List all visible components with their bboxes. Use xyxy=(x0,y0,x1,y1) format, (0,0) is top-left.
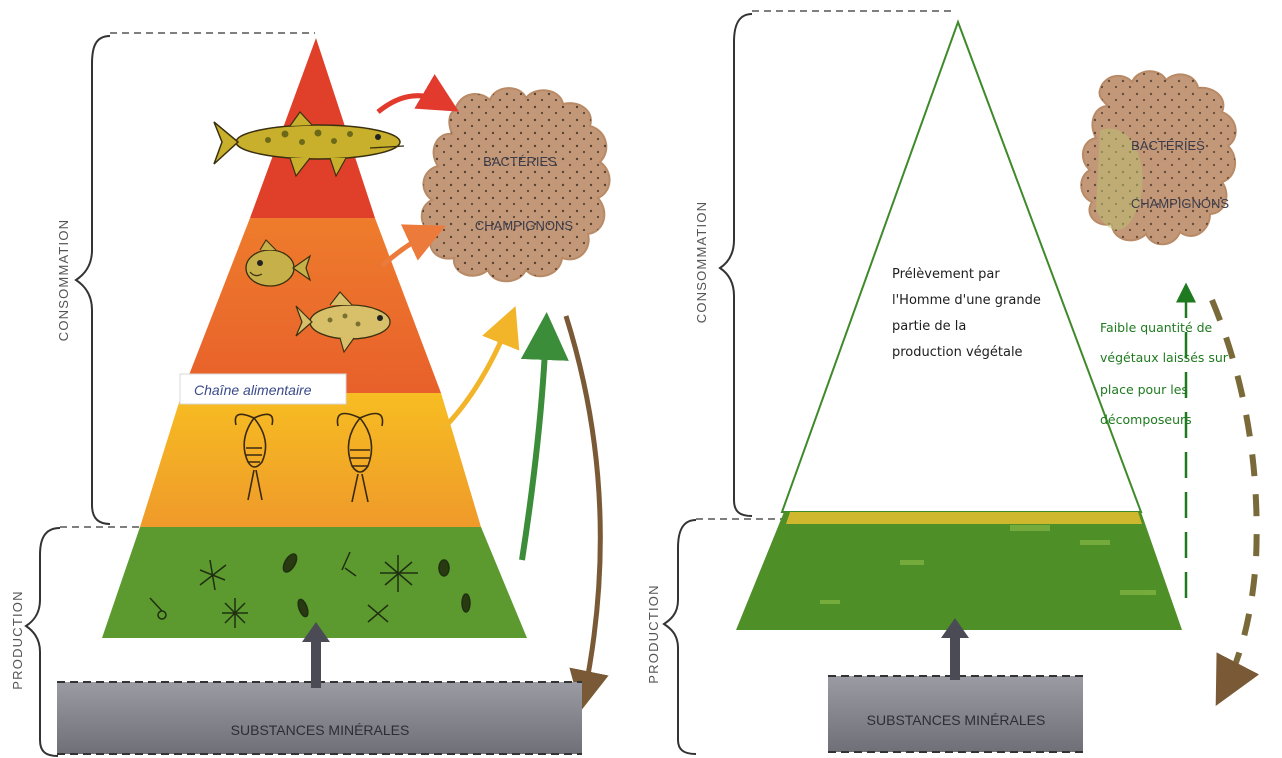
arrow-zooplankton-to-decomposers xyxy=(442,320,510,430)
arrow-fish-to-decomposers xyxy=(382,232,432,266)
decomposers-cloud: BACTÉRIES CHAMPIGNONS xyxy=(1081,71,1235,244)
arrow-decomposers-to-minerals xyxy=(566,316,600,696)
right-panel: CONSOMMATION PRODUCTION Prélèvement par … xyxy=(646,11,1257,754)
production-bracket: PRODUCTION xyxy=(646,519,786,754)
decomposers-fungi-label: CHAMPIGNONS xyxy=(1131,196,1230,211)
decomposers-bacteria-label: BACTÉRIES xyxy=(483,154,557,169)
pyramid-level-producers xyxy=(102,527,527,638)
pyramid-level-zooplankton xyxy=(140,393,481,527)
residue-note: Faible quantité de végétaux laissés sur … xyxy=(1100,320,1229,427)
food-chain-label: Chaîne alimentaire xyxy=(194,382,312,398)
harvest-note: Prélèvement par l'Homme d'une grande par… xyxy=(892,267,1041,360)
decomposers-bacteria-label: BACTÉRIES xyxy=(1131,138,1205,153)
producers-level xyxy=(736,512,1182,630)
harvest-note-line: Prélèvement par xyxy=(892,267,1000,282)
harvest-note-line: l'Homme d'une grande xyxy=(892,293,1041,308)
residue-note-line: Faible quantité de xyxy=(1100,320,1213,335)
production-label: PRODUCTION xyxy=(646,584,661,683)
consommation-label: CONSOMMATION xyxy=(56,219,71,342)
decomposers-fungi-label: CHAMPIGNONS xyxy=(475,218,574,233)
minerals-label: SUBSTANCES MINÉRALES xyxy=(867,712,1046,728)
food-chain-label-box: Chaîne alimentaire xyxy=(180,374,346,404)
consommation-bracket: CONSOMMATION xyxy=(694,11,955,516)
harvest-note-line: production végétale xyxy=(892,345,1023,360)
arrow-predator-to-decomposers xyxy=(378,96,446,112)
left-panel: CONSOMMATION PRODUCTION xyxy=(10,33,610,756)
pyramid-level-small-fish xyxy=(182,218,441,393)
residue-note-line: végétaux laissés sur xyxy=(1100,350,1229,365)
arrow-producers-to-decomposers xyxy=(522,330,546,560)
minerals-label: SUBSTANCES MINÉRALES xyxy=(231,722,410,738)
consommation-label: CONSOMMATION xyxy=(694,201,709,324)
harvest-note-line: partie de la xyxy=(892,319,966,334)
production-label: PRODUCTION xyxy=(10,590,25,689)
minerals-box: SUBSTANCES MINÉRALES xyxy=(828,676,1083,752)
producers-level-highlight xyxy=(786,512,1142,524)
minerals-box: SUBSTANCES MINÉRALES xyxy=(57,682,582,754)
decomposers-cloud: BACTÉRIES CHAMPIGNONS xyxy=(422,88,610,281)
residue-note-line: place pour les xyxy=(1100,382,1188,397)
residue-note-line: décomposeurs xyxy=(1100,412,1192,427)
